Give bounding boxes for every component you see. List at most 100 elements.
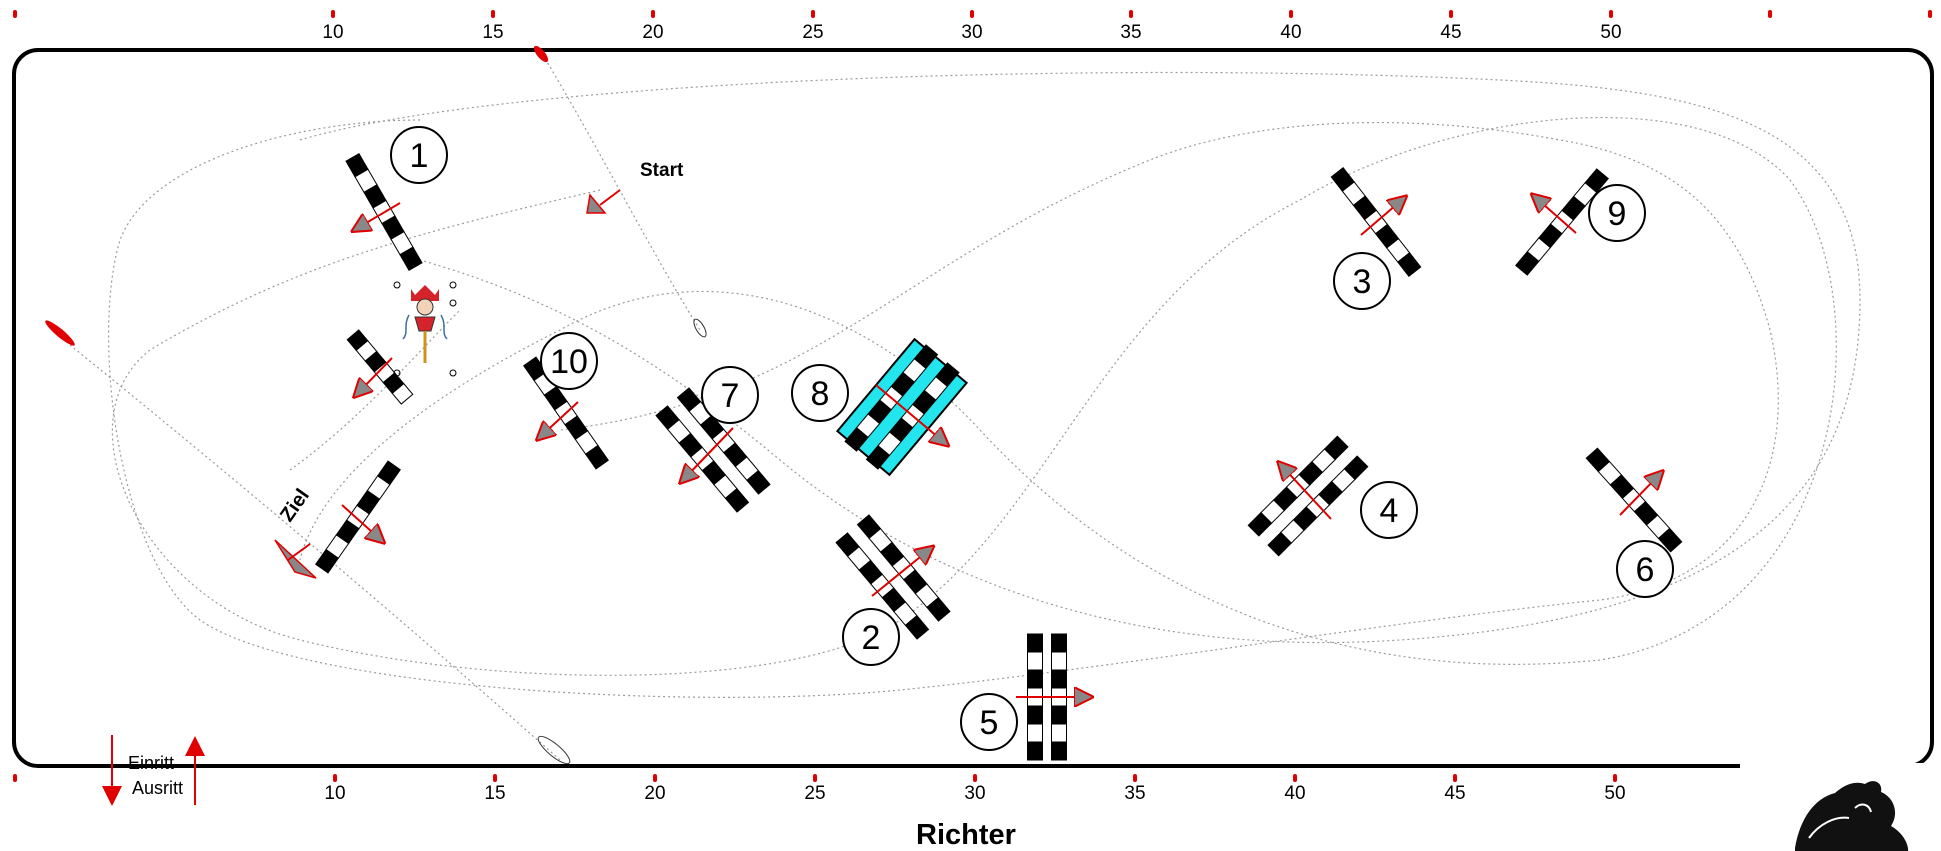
pole <box>1247 435 1349 537</box>
obstacle-number-5: 5 <box>960 693 1018 751</box>
obstacle-number-2: 2 <box>842 608 900 666</box>
pole <box>856 514 951 622</box>
obstacle-number-10: 10 <box>540 332 598 390</box>
pole-segment <box>746 469 771 495</box>
scale-label: 20 <box>644 783 665 804</box>
number-circle <box>1360 481 1418 539</box>
pole <box>346 329 414 405</box>
flag-marker <box>533 45 549 63</box>
finish-label: Ziel <box>276 485 314 526</box>
scale-tick <box>1449 10 1453 18</box>
scale-label: 40 <box>1280 22 1301 43</box>
scale-tick <box>1609 10 1613 18</box>
pole-segment <box>1323 435 1349 461</box>
pole-segment <box>1343 455 1369 481</box>
obstacle-number-4: 4 <box>1360 481 1418 539</box>
route <box>69 49 1861 761</box>
scale-label: 50 <box>1604 783 1625 804</box>
scale-tick <box>1453 774 1457 782</box>
pole <box>315 460 401 574</box>
number-circle <box>842 608 900 666</box>
pole <box>1330 167 1422 277</box>
pole <box>1267 455 1369 557</box>
obstacle-3 <box>1330 167 1422 277</box>
obstacle-number-1: 1 <box>390 126 448 184</box>
pole-segment <box>724 487 750 513</box>
pole-segment <box>1051 651 1067 671</box>
number-circle <box>701 366 759 424</box>
pole-segment <box>1397 252 1422 277</box>
scale-tick <box>13 10 17 18</box>
pole-segment <box>926 596 951 622</box>
obstacle-number-label: 4 <box>1380 492 1399 530</box>
scale-tick <box>491 10 495 18</box>
pole-segment <box>1051 741 1067 761</box>
scale-tick <box>1289 10 1293 18</box>
pole-segment <box>1051 633 1067 653</box>
start-label: Start <box>640 160 684 181</box>
pole-segment <box>1027 633 1043 653</box>
scale-tick <box>1133 774 1137 782</box>
flag-marker-outline <box>693 318 707 338</box>
pole <box>1027 633 1043 761</box>
judge-label: Richter <box>916 819 1016 851</box>
scale-tick <box>1613 774 1617 782</box>
scale-label: 45 <box>1444 783 1465 804</box>
pole <box>1585 447 1683 553</box>
scale-label: 50 <box>1600 22 1621 43</box>
number-circle <box>1616 540 1674 598</box>
scale-tick <box>973 774 977 782</box>
scale-label: 30 <box>964 783 985 804</box>
obstacle-4 <box>1247 435 1369 557</box>
pole-segment <box>1027 705 1043 725</box>
jester-icon <box>393 281 457 377</box>
scale-label: 25 <box>804 783 825 804</box>
entry-exit: Einritt Ausritt <box>102 735 205 806</box>
obstacle-1 <box>345 153 423 271</box>
number-circle <box>540 332 598 390</box>
exit-label: Ausritt <box>132 778 183 798</box>
obstacle-number-label: 7 <box>721 377 740 415</box>
scale-label: 15 <box>484 783 505 804</box>
obstacle-number-label: 1 <box>410 137 429 175</box>
obstacle-number-label: 6 <box>1636 551 1655 589</box>
obstacle-5 <box>1027 633 1067 761</box>
pole-segment <box>1051 705 1067 725</box>
scale-label: 45 <box>1440 22 1461 43</box>
pole-segment <box>1027 741 1043 761</box>
pole-segment <box>1584 168 1609 194</box>
obstacle-number-7: 7 <box>701 366 759 424</box>
obstacle-6 <box>1585 447 1683 553</box>
scale-tick <box>1768 10 1772 18</box>
obstacle-number-3: 3 <box>1333 252 1391 310</box>
flag-marker-outline <box>537 735 571 765</box>
obstacle-number-label: 2 <box>862 619 881 657</box>
obstacle-number-9: 9 <box>1588 184 1646 242</box>
pole <box>345 153 423 271</box>
scale-tick <box>333 774 337 782</box>
scale-label: 20 <box>642 22 663 43</box>
flag-marker <box>45 320 75 346</box>
number-circle <box>960 693 1018 751</box>
pole-segment <box>904 614 930 640</box>
scale-tick <box>1928 10 1932 18</box>
pole-segment <box>376 460 401 486</box>
scale-label: 30 <box>961 22 982 43</box>
obstacle-2 <box>835 514 951 640</box>
number-circle <box>1588 184 1646 242</box>
pole-segment <box>1027 723 1043 743</box>
pole-segment <box>1657 527 1683 553</box>
pole <box>865 362 960 470</box>
obstacle-number-8: 8 <box>791 364 849 422</box>
scale-label: 10 <box>322 22 343 43</box>
pole-segment <box>391 382 414 405</box>
scale-tick <box>13 774 17 782</box>
scale-tick <box>653 774 657 782</box>
pole <box>676 387 771 495</box>
scale-tick <box>813 774 817 782</box>
pole <box>1051 633 1067 761</box>
pole-segment <box>935 362 960 388</box>
